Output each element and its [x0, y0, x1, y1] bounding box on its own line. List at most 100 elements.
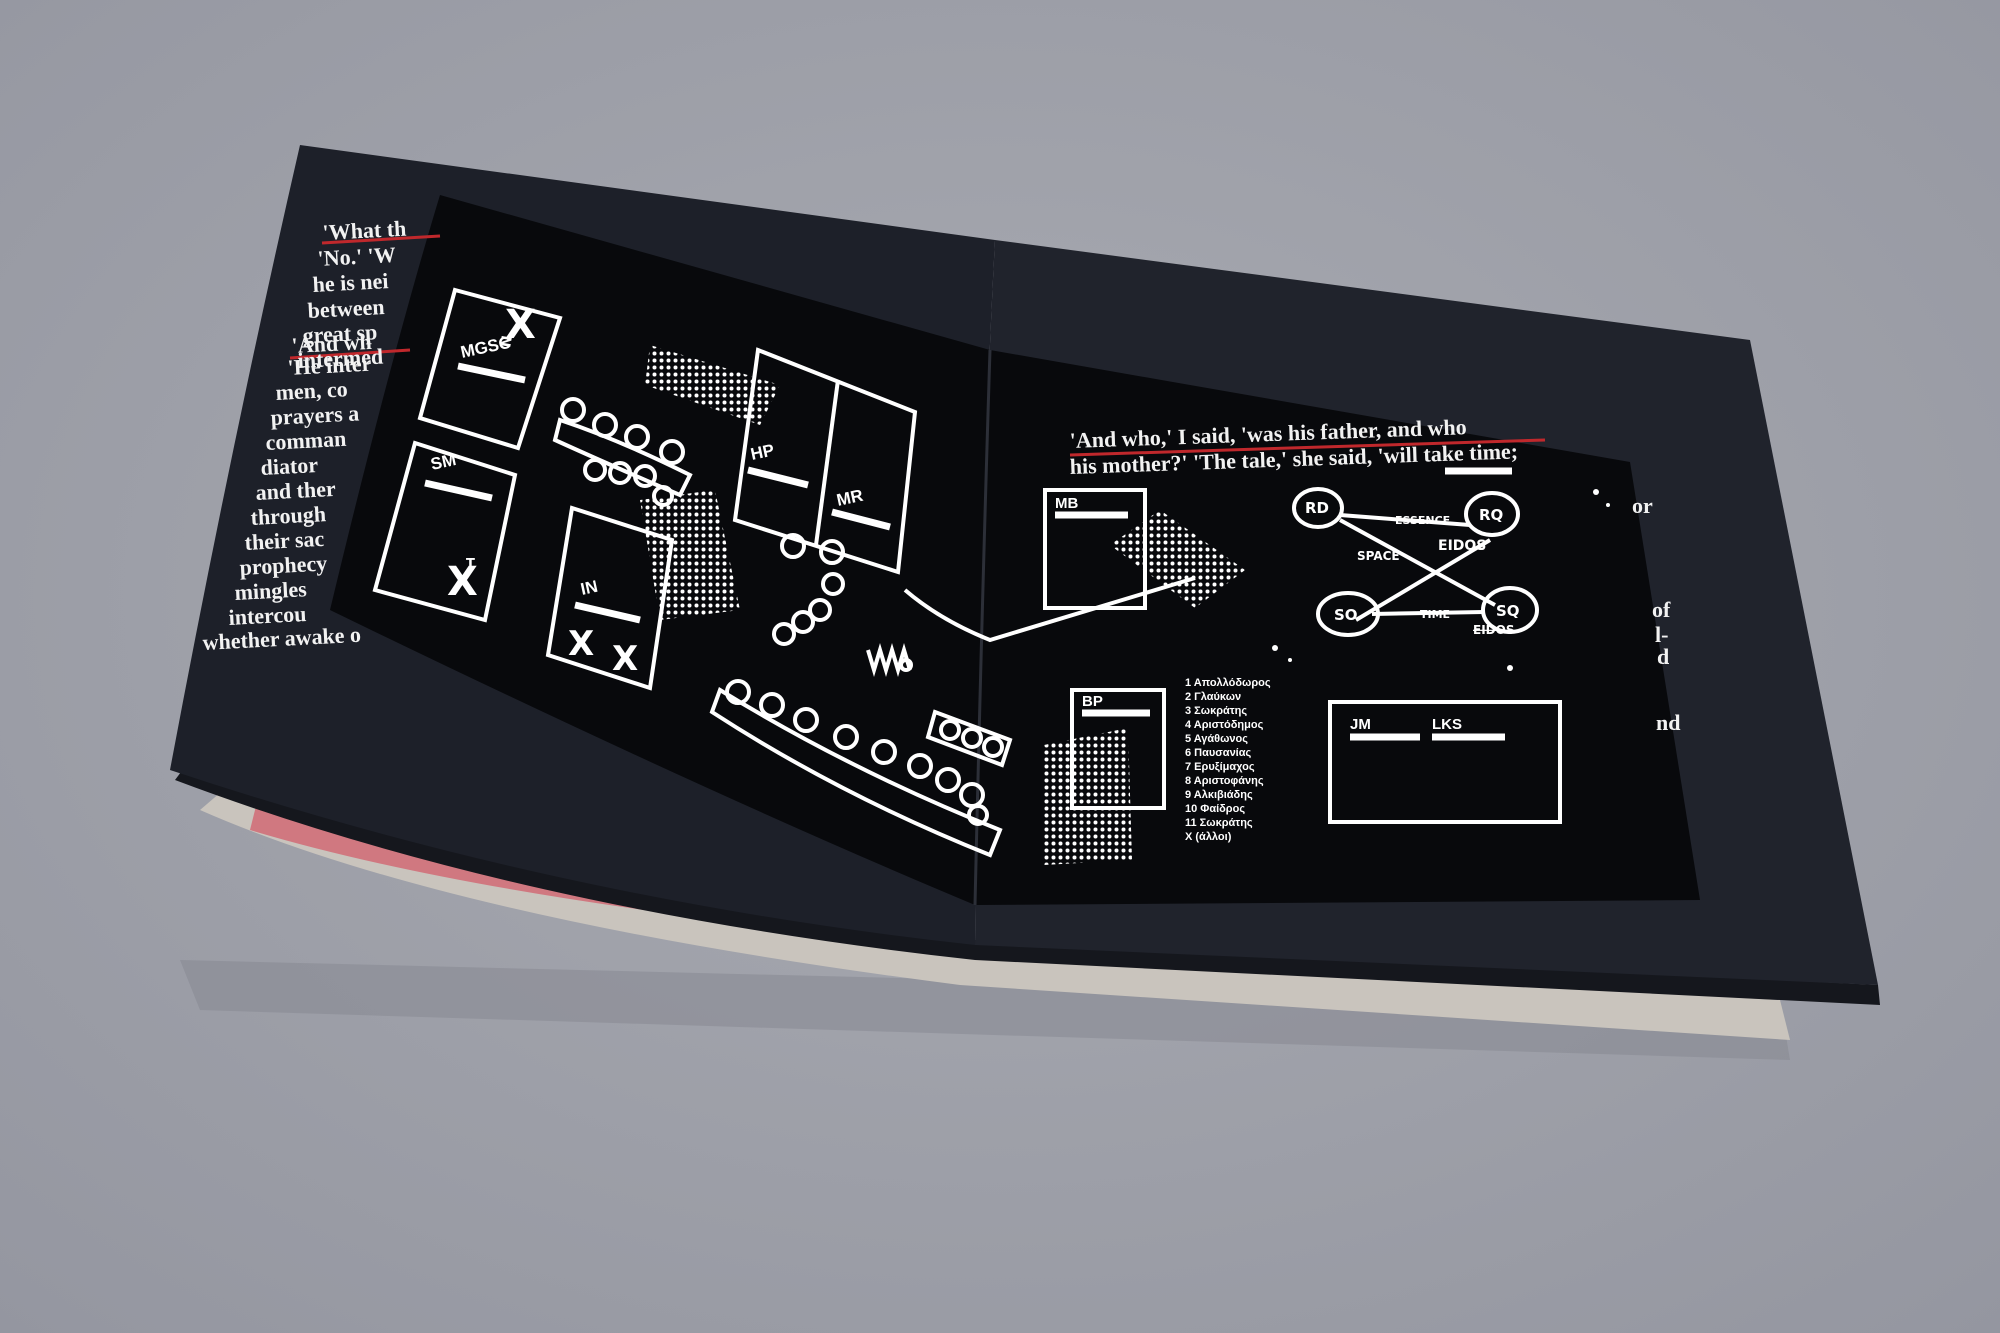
in-label: IN — [579, 577, 600, 599]
halftone-patch-1 — [645, 345, 780, 425]
sm-t-mark: T — [466, 557, 475, 572]
in-x-mark-1: X — [568, 624, 594, 664]
edge-so-sq — [1371, 610, 1485, 616]
speck-5 — [1606, 503, 1610, 507]
hp-label: HP — [749, 440, 776, 463]
left-line-17: mingles — [234, 576, 308, 605]
mgsc-box — [417, 287, 563, 451]
seat-4 — [659, 439, 685, 465]
right-underline — [1069, 438, 1546, 457]
side-seat-3 — [982, 736, 1004, 758]
edge-label-time: TIME — [1420, 608, 1450, 621]
edge-rd-rq — [1339, 513, 1471, 527]
edge-fragment-1: or — [1632, 493, 1653, 518]
edge-fragment-5: nd — [1656, 710, 1680, 735]
left-line-8: 'He inter — [287, 351, 372, 380]
seat-13 — [791, 610, 815, 634]
legend-item-10: 10 Φαίδρος — [1185, 803, 1245, 815]
legend-item-12: X (άλλοι) — [1185, 831, 1232, 843]
edge-rd-sq — [1339, 518, 1496, 607]
left-line-15: their sac — [244, 526, 325, 555]
edge-fragment-4: d — [1657, 644, 1669, 669]
booklet-shadow — [180, 960, 1790, 1060]
side-seat-2 — [961, 727, 983, 749]
edge-label-space: SPACE — [1357, 549, 1400, 563]
sm-bar — [424, 479, 493, 502]
in-box — [545, 505, 675, 691]
left-line-1: 'What th — [322, 216, 407, 245]
left-page-text: 'What th 'No.' 'W he is nei between grea… — [202, 216, 441, 655]
edge-fragment-2: of — [1652, 597, 1671, 622]
right-diagram: MB BP RD RQ SO SQ ESSENCE SPACE EIDOS TI… — [1043, 467, 1610, 865]
seat-2 — [592, 412, 618, 438]
seat-8 — [652, 485, 674, 507]
lower-seat-6 — [907, 753, 933, 779]
left-line-2: 'No.' 'W — [317, 242, 396, 271]
jm-lks-box — [1328, 700, 1562, 824]
legend-item-3: 3 Σωκράτης — [1185, 705, 1247, 717]
connector-line — [903, 576, 1196, 643]
sm-label: SM — [429, 450, 458, 474]
side-seat-1 — [939, 719, 961, 741]
lower-seat-7 — [935, 767, 961, 793]
seat-10 — [819, 539, 845, 565]
lower-seat-3 — [793, 707, 819, 733]
legend-item-6: 6 Παυσανίας — [1185, 747, 1252, 759]
hp-mr-book — [732, 347, 918, 575]
in-bar — [574, 601, 641, 624]
node-sq — [1481, 586, 1539, 634]
seat-3 — [624, 424, 650, 450]
hp-bar — [747, 466, 809, 489]
left-line-6: intermed — [297, 344, 384, 373]
speck-4 — [1593, 489, 1599, 495]
speck-3 — [1507, 665, 1513, 671]
legend-item-7: 7 Ερυξίμαχος — [1185, 761, 1255, 773]
node-rq-label: RQ — [1479, 506, 1503, 524]
left-line-18: intercou — [228, 601, 307, 630]
halftone-patch-4 — [1044, 728, 1132, 865]
jm-label: JM — [1350, 716, 1371, 733]
left-line-4: between — [307, 294, 385, 323]
halftone-patch-2 — [640, 490, 740, 620]
left-line-12: diator — [260, 452, 319, 480]
seat-14 — [772, 622, 796, 646]
edge-label-eidos: EIDOS — [1438, 538, 1486, 554]
legend-list: 1 Απολλόδωρος 2 Γλαύκων 3 Σωκράτης 4 Αρι… — [1185, 677, 1271, 843]
left-line-9: men, co — [275, 376, 348, 405]
lower-page-stack — [175, 760, 1880, 1005]
legend-item-8: 8 Αριστοφάνης — [1185, 775, 1264, 787]
lks-label: LKS — [1432, 716, 1462, 733]
node-sq-label: SQ — [1496, 602, 1520, 620]
lower-seat-9 — [967, 804, 989, 826]
node-rd — [1292, 487, 1344, 529]
seat-12 — [808, 598, 832, 622]
squiggle — [866, 643, 912, 677]
mgsc-bar — [457, 362, 526, 384]
seat-6 — [608, 461, 632, 485]
node-so-label: SO — [1334, 606, 1358, 624]
node-rd-label: RD — [1305, 499, 1329, 517]
seat-9 — [780, 533, 806, 559]
legend-item-2: 2 Γλαύκων — [1185, 691, 1241, 703]
left-line-7: 'And wh — [291, 329, 372, 358]
lower-seat-5 — [871, 739, 897, 765]
edge-fragment-3: l- — [1655, 622, 1668, 647]
left-line-3: he is nei — [312, 268, 389, 297]
legend-item-9: 9 Αλκιβιάδης — [1185, 789, 1253, 801]
seat-11 — [821, 572, 845, 596]
lower-bench — [709, 687, 1003, 858]
left-underline-2 — [289, 348, 411, 360]
left-line-13: and ther — [255, 476, 336, 505]
mr-bar — [831, 508, 891, 531]
seat-7 — [633, 464, 657, 488]
left-underline-1 — [321, 234, 441, 245]
legend-item-1: 1 Απολλόδωρος — [1185, 677, 1271, 689]
side-bench — [925, 709, 1013, 768]
legend-item-4: 4 Αριστόδημος — [1185, 719, 1264, 731]
left-line-16: prophecy — [239, 550, 328, 580]
left-line-11: comman — [265, 426, 347, 455]
bp-label: BP — [1082, 693, 1103, 710]
dot-mark — [899, 658, 913, 672]
sm-box — [372, 440, 518, 623]
grey-backing-sheet — [200, 780, 1790, 1040]
